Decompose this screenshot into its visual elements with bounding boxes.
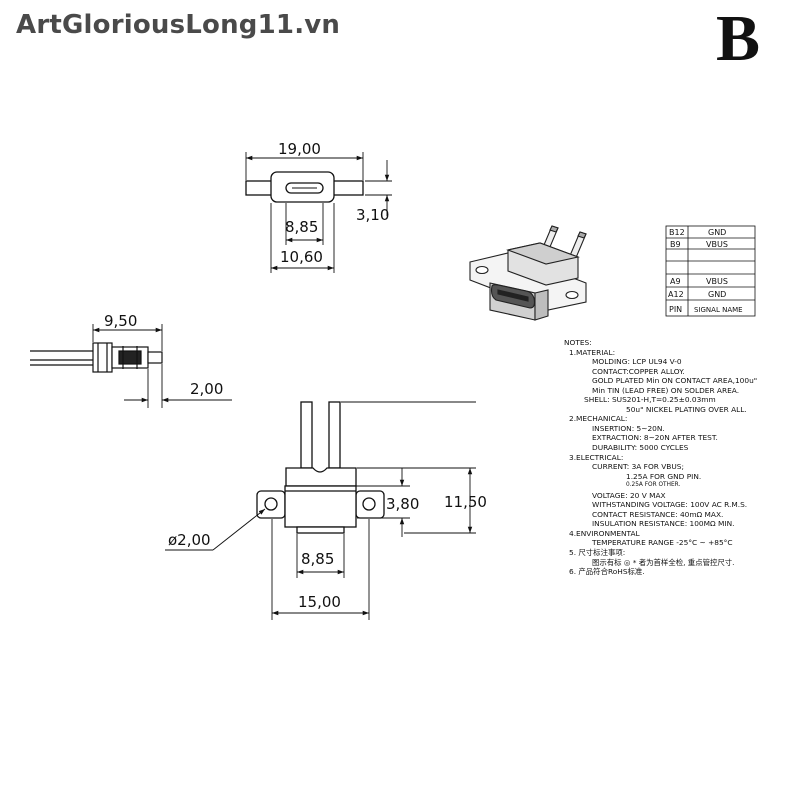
notes-environmental-title: 4.ENVIRONMENTAL	[569, 528, 640, 538]
signal-a9: VBUS	[706, 277, 728, 286]
dim-top-inner: 8,85	[285, 218, 318, 236]
notes-durability: DURABILITY: 5000 CYCLES	[592, 443, 689, 453]
notes-heading: NOTES:	[564, 338, 592, 347]
notes-contact-res: CONTACT RESISTANCE: 40mΩ MAX.	[592, 509, 724, 519]
notes-molding: MOLDING: LCP UL94 V-0	[592, 357, 682, 367]
notes-current3: 0.25A FOR OTHER.	[626, 482, 681, 489]
dim-front-hole-dia: ø2,00	[168, 531, 211, 549]
pin-table	[665, 225, 756, 317]
signal-b9: VBUS	[706, 240, 728, 249]
notes-6: 6. 产品符合RoHS标准.	[569, 567, 645, 577]
pin-b12: B12	[669, 228, 685, 237]
notes-material-title: 1.MATERIAL:	[569, 347, 616, 357]
notes-withstanding: WITHSTANDING VOLTAGE: 100V AC R.M.S.	[592, 500, 748, 510]
dim-front-height: 11,50	[444, 493, 487, 511]
notes-temperature: TEMPERATURE RANGE -25°C ~ +85°C	[592, 538, 733, 548]
signal-b12: GND	[708, 228, 726, 237]
dim-front-inner: 8,85	[301, 550, 334, 568]
front-view-hole-right	[362, 497, 376, 511]
notes-voltage: VOLTAGE: 20 V MAX	[592, 490, 666, 500]
pin-a9: A9	[670, 277, 681, 286]
pin-header: PIN	[669, 305, 682, 314]
front-view-hole-left	[264, 497, 278, 511]
notes-extraction: EXTRACTION: 8~20N AFTER TEST.	[592, 433, 718, 443]
top-view	[245, 171, 364, 203]
side-view-rear	[92, 342, 113, 373]
front-view-lead-right	[328, 401, 341, 469]
side-view-dims	[92, 324, 232, 408]
top-view-dims	[245, 152, 392, 273]
notes-insulation: INSULATION RESISTANCE: 100MΩ MIN.	[592, 519, 735, 529]
side-view	[30, 342, 163, 373]
watermark-text: ArtGloriousLong11.vn	[16, 10, 341, 40]
dim-top-width: 19,00	[278, 140, 321, 158]
notes-tin: Min TIN (LEAD FREE) ON SOLDER AREA.	[592, 385, 740, 395]
variant-label: B	[716, 2, 761, 75]
notes-block: NOTES: 1.MATERIAL: MOLDING: LCP UL94 V-0…	[564, 338, 796, 577]
pin-b9: B9	[670, 240, 681, 249]
notes-shell: SHELL: SUS201-H,T=0.25±0.03mm	[584, 395, 716, 405]
notes-current: CURRENT: 3A FOR VBUS;	[592, 462, 684, 472]
notes-mechanical-title: 2.MECHANICAL:	[569, 414, 628, 424]
notes-electrical-title: 3.ELECTRICAL:	[569, 452, 624, 462]
dim-side-length: 9,50	[104, 312, 137, 330]
notes-5-title: 5. 尺寸标注事项:	[569, 548, 626, 558]
dim-side-thickness: 2,00	[190, 380, 223, 398]
dim-front-mid-height: 3,80	[386, 495, 419, 513]
notes-insertion: INSERTION: 5~20N.	[592, 423, 665, 433]
notes-contact: CONTACT:COPPER ALLOY.	[592, 366, 685, 376]
front-view-lead-left	[300, 401, 313, 469]
notes-current2: 1.25A FOR GND PIN.	[626, 471, 702, 481]
front-view	[256, 401, 385, 534]
notes-gold: GOLD PLATED Min ON CONTACT AREA,100u"	[592, 376, 758, 386]
signal-header: SIGNAL NAME	[694, 306, 743, 314]
signal-a12: GND	[708, 290, 726, 299]
front-view-cap	[285, 467, 357, 487]
isometric-view	[469, 225, 587, 321]
front-view-body	[284, 485, 357, 528]
notes-5-body: 图示有标 ◎ * 者为首样全检, 重点管控尺寸.	[592, 557, 735, 567]
front-view-dims	[165, 401, 476, 620]
dim-front-width: 15,00	[298, 593, 341, 611]
pin-a12: A12	[668, 290, 684, 299]
notes-nickel: 50u" NICKEL PLATING OVER ALL.	[626, 404, 747, 414]
dim-top-outer: 10,60	[280, 248, 323, 266]
dim-top-height: 3,10	[356, 206, 389, 224]
